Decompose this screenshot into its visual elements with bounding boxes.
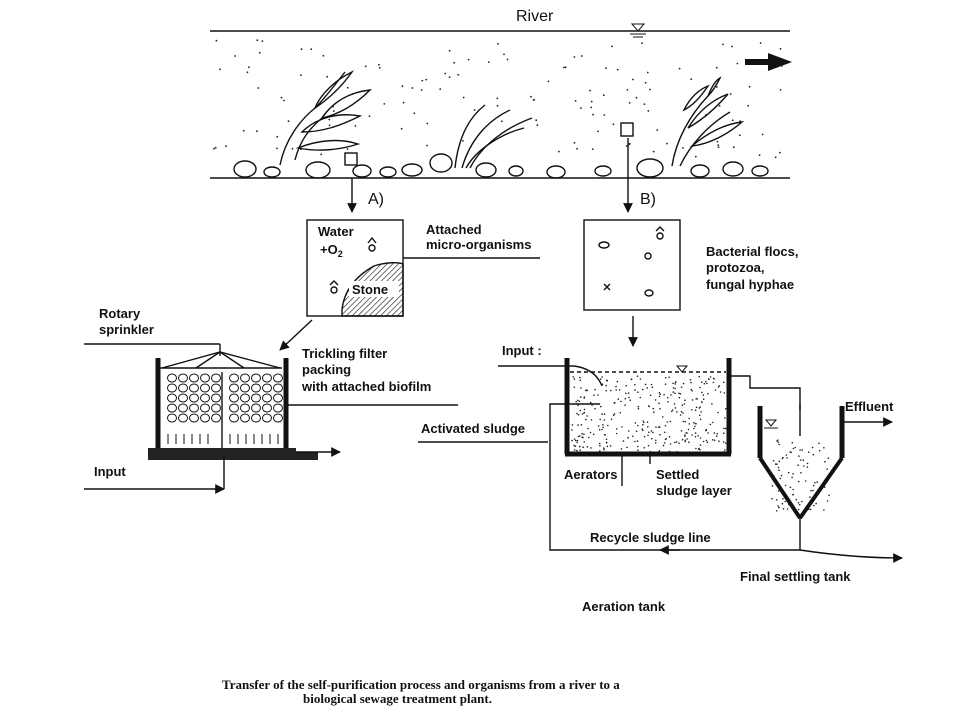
trickling-label-2: packing	[302, 362, 351, 377]
floc-icons	[598, 226, 665, 297]
panel-a: A) Water +O2 Stone Attached micro-organi…	[279, 178, 540, 351]
activated-sludge-plant: Input : Aerators Settled sludge layer Ac…	[418, 343, 903, 614]
settled-label-1: Settled	[656, 467, 699, 482]
aeration-input-curve	[573, 365, 603, 387]
panel-b: B) Bacterial flocs, protozoa, fungal hyp…	[583, 138, 799, 347]
river-section: River	[210, 8, 792, 179]
attached-label-2: micro-organisms	[426, 237, 531, 252]
settled-label-2: sludge layer	[656, 483, 732, 498]
stone-label: Stone	[352, 282, 388, 297]
recycle-label: Recycle sludge line	[590, 530, 711, 545]
filter-base	[148, 448, 318, 460]
input-label-right: Input :	[502, 343, 542, 358]
final-settling-label: Final settling tank	[740, 569, 851, 584]
settler-cone-right	[798, 456, 844, 520]
river-sediment-dots	[213, 39, 783, 159]
arrow-to-trickling-filter	[279, 319, 313, 351]
flow-direction-arrow	[745, 53, 792, 71]
water-level-icon	[630, 23, 646, 38]
aerator-stems	[621, 456, 651, 486]
waste-sludge-line	[799, 549, 903, 563]
caption-line-1: Transfer of the self-purification proces…	[222, 677, 620, 692]
stone-label-bg	[349, 281, 399, 297]
water-plant-left	[279, 70, 372, 166]
water-plant-right	[671, 76, 745, 167]
filter-packing-stones	[167, 373, 283, 444]
bacterial-label-2: protozoa,	[706, 260, 765, 275]
aeration-water-level-icon	[675, 365, 689, 373]
water-plant-middle	[454, 104, 533, 169]
aeration-bubbles	[571, 375, 727, 453]
oxygen-label: +O2	[320, 242, 343, 259]
activated-sludge-label: Activated sludge	[421, 421, 525, 436]
river-label: River	[516, 8, 554, 25]
label-b: B)	[640, 191, 656, 208]
aeration-to-settler-pipe	[729, 375, 801, 410]
aerators-label: Aerators	[564, 467, 617, 482]
caption-line-2: biological sewage treatment plant.	[303, 691, 492, 706]
input-label-left: Input	[94, 464, 126, 479]
label-a: A)	[368, 191, 384, 208]
attached-label-1: Attached	[426, 222, 482, 237]
settler-cone-left	[758, 456, 802, 520]
rotary-sprinkler	[160, 344, 282, 369]
recycle-sludge-pipe	[549, 403, 801, 551]
microorganism-icons	[329, 236, 377, 294]
settler-water-level-icon	[764, 419, 778, 429]
bacterial-label-3: fungal hyphae	[706, 277, 794, 292]
sample-marker-b	[620, 122, 634, 137]
trickling-label-1: Trickling filter	[302, 346, 387, 361]
trickling-filter: Rotary sprinkler Trickling filter packin…	[84, 306, 458, 494]
settler-tank-outline	[759, 406, 843, 520]
settler-sludge-dots	[771, 439, 830, 512]
aeration-tank-label: Aeration tank	[582, 599, 666, 614]
rotary-label-2: sprinkler	[99, 322, 154, 337]
river-stones	[233, 153, 769, 179]
trickling-label-3: with attached biofilm	[301, 379, 431, 394]
sample-marker-a	[344, 152, 358, 166]
water-label: Water	[318, 224, 354, 239]
floc-inset-box	[583, 219, 681, 311]
figure-caption: Transfer of the self-purification proces…	[222, 677, 620, 706]
rotary-label-1: Rotary	[99, 306, 141, 321]
bacterial-label-1: Bacterial flocs,	[706, 244, 799, 259]
effluent-label: Effluent	[845, 399, 894, 414]
